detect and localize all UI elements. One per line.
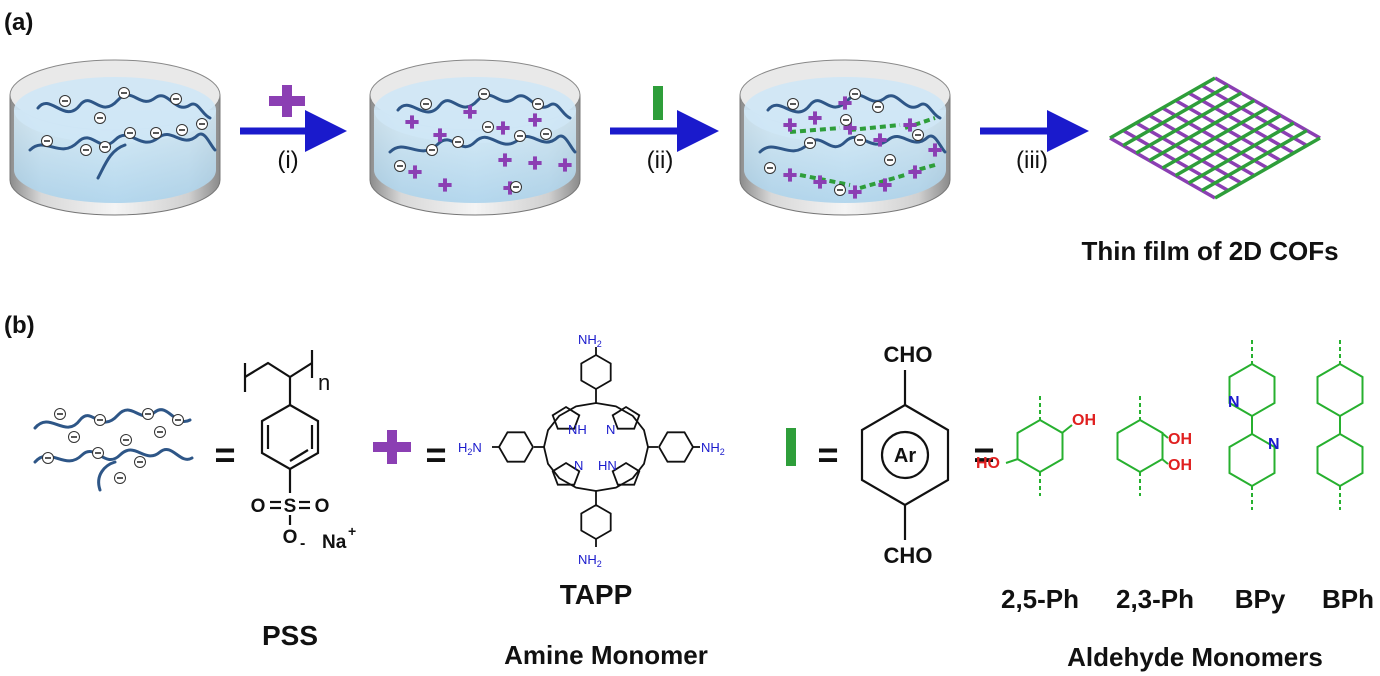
- pss-o-charge: -: [300, 535, 305, 552]
- pss-structure: [243, 350, 320, 525]
- panel-label-b: (b): [4, 312, 35, 339]
- tapp-cross-icon: [838, 96, 852, 110]
- amine-cross-legend: [373, 430, 411, 464]
- step-arrow-iii: (iii): [980, 110, 1089, 174]
- tapp-cross-icon: [903, 118, 917, 132]
- oh-23-lower: OH: [1168, 457, 1192, 474]
- step-label-i: (i): [277, 147, 298, 174]
- tapp-cross-icon: [503, 181, 517, 195]
- pss-caption: PSS: [262, 620, 318, 651]
- cof-film-lattice: [1109, 76, 1321, 200]
- tapp-cross-icon: [878, 178, 892, 192]
- petri-dish-pss: [9, 59, 221, 216]
- tapp-cross-icon: [843, 121, 857, 135]
- aldehyde-bar-symbol: [653, 86, 663, 120]
- tapp-cross-icon: [783, 168, 797, 182]
- tapp-cross-icon: [463, 105, 477, 119]
- tapp-cross-icon: [808, 111, 822, 125]
- tapp-structure: [492, 347, 700, 547]
- oh-25-top: OH: [1072, 412, 1096, 429]
- pss-counter-ion: Na: [322, 532, 347, 553]
- tapp-cross-icon: [928, 143, 942, 157]
- tapp-h2n-left: H2N: [458, 440, 482, 457]
- tapp-cross-icon: [498, 153, 512, 167]
- tapp-cross-icon: [848, 185, 862, 199]
- tapp-n-lower: N: [574, 458, 583, 473]
- tapp-hn-inner: HN: [598, 458, 617, 473]
- pss-o-right: O: [315, 496, 330, 517]
- step-label-ii: (ii): [647, 147, 674, 174]
- petri-dish-pss-tapp: [369, 59, 581, 216]
- petri-dish-cof-forming: [739, 59, 951, 216]
- equals-sign-pss: =: [214, 434, 235, 475]
- pss-s: S: [284, 496, 297, 517]
- tapp-nh-inner: NH: [568, 422, 587, 437]
- amine-cross-symbol: [269, 85, 305, 117]
- amine-monomer-caption: Amine Monomer: [504, 640, 708, 670]
- tapp-cross-icon: [405, 115, 419, 129]
- tapp-caption: TAPP: [560, 579, 633, 610]
- tapp-nh2-right: NH2: [701, 440, 725, 457]
- bpy-n-upper: N: [1228, 394, 1240, 411]
- cho-bottom: CHO: [884, 543, 933, 568]
- tapp-cross-icon: [908, 165, 922, 179]
- step-label-iii: (iii): [1016, 147, 1048, 174]
- pss-counter-charge: +: [348, 523, 356, 539]
- result-caption: Thin film of 2D COFs: [1081, 236, 1338, 266]
- pss-o-bottom: O: [283, 527, 298, 548]
- step-arrow-i: (i): [240, 85, 347, 174]
- equals-sign-variants: =: [973, 434, 994, 475]
- cho-top: CHO: [884, 342, 933, 367]
- equals-sign-aldehyde: =: [817, 434, 838, 475]
- tapp-n-upper: N: [606, 422, 615, 437]
- equals-sign-tapp: =: [425, 434, 446, 475]
- pss-subscript-n: n: [318, 370, 330, 395]
- tapp-cross-icon: [783, 118, 797, 132]
- tapp-cross-icon: [558, 158, 572, 172]
- aldehyde-bar-legend: [786, 428, 796, 466]
- aldehyde-variants: [1005, 340, 1364, 510]
- aldehyde-name-23ph: 2,3-Ph: [1116, 584, 1194, 614]
- tapp-cross-icon: [528, 156, 542, 170]
- aldehyde-name-25ph: 2,5-Ph: [1001, 584, 1079, 614]
- aldehyde-name-bph: BPh: [1322, 584, 1374, 614]
- bpy-n-lower: N: [1268, 436, 1280, 453]
- step-arrow-ii: (ii): [610, 86, 719, 174]
- dialdehyde-structure: [860, 370, 950, 540]
- ho-25-bottom: HO: [976, 455, 1000, 472]
- tapp-nh2-bottom: NH2: [578, 552, 602, 569]
- panel-label-a: (a): [4, 9, 33, 36]
- tapp-nh2-top: NH2: [578, 332, 602, 349]
- tapp-cross-icon: [496, 121, 510, 135]
- tapp-cross-icon: [438, 178, 452, 192]
- aldehyde-names: 2,5-Ph 2,3-Ph BPy BPh: [1001, 584, 1374, 614]
- tapp-cross-icon: [528, 113, 542, 127]
- tapp-cross-icon: [433, 128, 447, 142]
- oh-23-upper: OH: [1168, 431, 1192, 448]
- pss-o-left: O: [251, 496, 266, 517]
- tapp-cross-icon: [873, 133, 887, 147]
- pss-chain-icon: [33, 408, 194, 492]
- tapp-cross-icon: [813, 175, 827, 189]
- tapp-cross-icon: [408, 165, 422, 179]
- ar-label: Ar: [894, 445, 916, 467]
- aldehyde-monomers-caption: Aldehyde Monomers: [1067, 642, 1323, 672]
- aldehyde-name-bpy: BPy: [1235, 584, 1286, 614]
